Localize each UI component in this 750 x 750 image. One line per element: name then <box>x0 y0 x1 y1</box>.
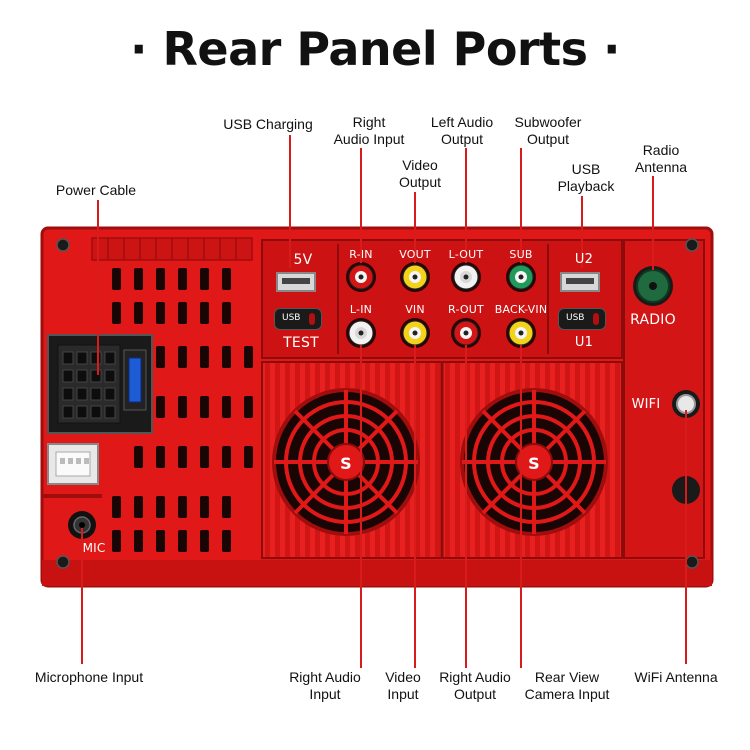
label-u2: U2 <box>574 252 594 267</box>
callout-video-input: Video Input <box>385 669 421 702</box>
callout-radio-antenna: Radio Antenna <box>634 142 688 175</box>
label-wifi: WIFI <box>631 397 661 412</box>
label-test: TEST <box>283 335 319 351</box>
label-vout: VOUT <box>399 248 431 261</box>
callout-wifi-antenna: WiFi Antenna <box>634 669 718 685</box>
label-u1: U1 <box>574 335 594 350</box>
callout-subwoofer-output: Subwoofer Output <box>514 114 582 147</box>
usb-charging-port[interactable] <box>276 272 316 292</box>
aux-white-connector <box>47 443 99 485</box>
callout-usb-charging: USB Charging <box>223 116 313 132</box>
fan-right <box>460 388 608 536</box>
label-mic: MIC <box>82 541 106 555</box>
usb-u1-switch[interactable]: USB <box>558 308 606 330</box>
usb-test-switch[interactable]: USB <box>274 308 322 330</box>
callout-right-audio-input-bottom: Right Audio Input <box>289 669 361 702</box>
callout-right-audio-input-top: Right Audio Input <box>333 114 405 147</box>
rca-jacks <box>346 262 536 348</box>
power-connector <box>47 334 153 434</box>
usb-playback-port[interactable] <box>560 272 600 292</box>
vent-slots <box>112 268 253 552</box>
callout-microphone-input: Microphone Input <box>34 669 144 685</box>
label-vin: VIN <box>405 303 425 316</box>
label-sub: SUB <box>509 248 533 261</box>
label-r-out: R-OUT <box>448 303 484 316</box>
label-radio: RADIO <box>630 312 676 328</box>
callout-lines <box>81 135 687 668</box>
callout-video-output: Video Output <box>398 157 442 190</box>
callout-right-audio-output: Right Audio Output <box>439 669 511 702</box>
callout-left-audio-output: Left Audio Output <box>430 114 494 147</box>
fan-logo-right: S <box>528 454 540 473</box>
screws <box>56 238 699 569</box>
fan-left <box>272 388 420 536</box>
page-title: · Rear Panel Ports · <box>130 22 620 76</box>
fan-logo-left: S <box>340 454 352 473</box>
radio-antenna-jack <box>633 266 673 306</box>
label-l-in: L-IN <box>349 303 373 316</box>
callout-usb-playback: USB Playback <box>557 161 615 194</box>
label-back-vin: BACK-VIN <box>494 303 548 316</box>
label-r-in: R-IN <box>349 248 373 261</box>
callout-rear-view-camera-input: Rear View Camera Input <box>524 669 610 702</box>
callout-power-cable: Power Cable <box>55 182 137 198</box>
label-l-out: L-OUT <box>448 248 484 261</box>
label-5v: 5V <box>293 252 313 268</box>
